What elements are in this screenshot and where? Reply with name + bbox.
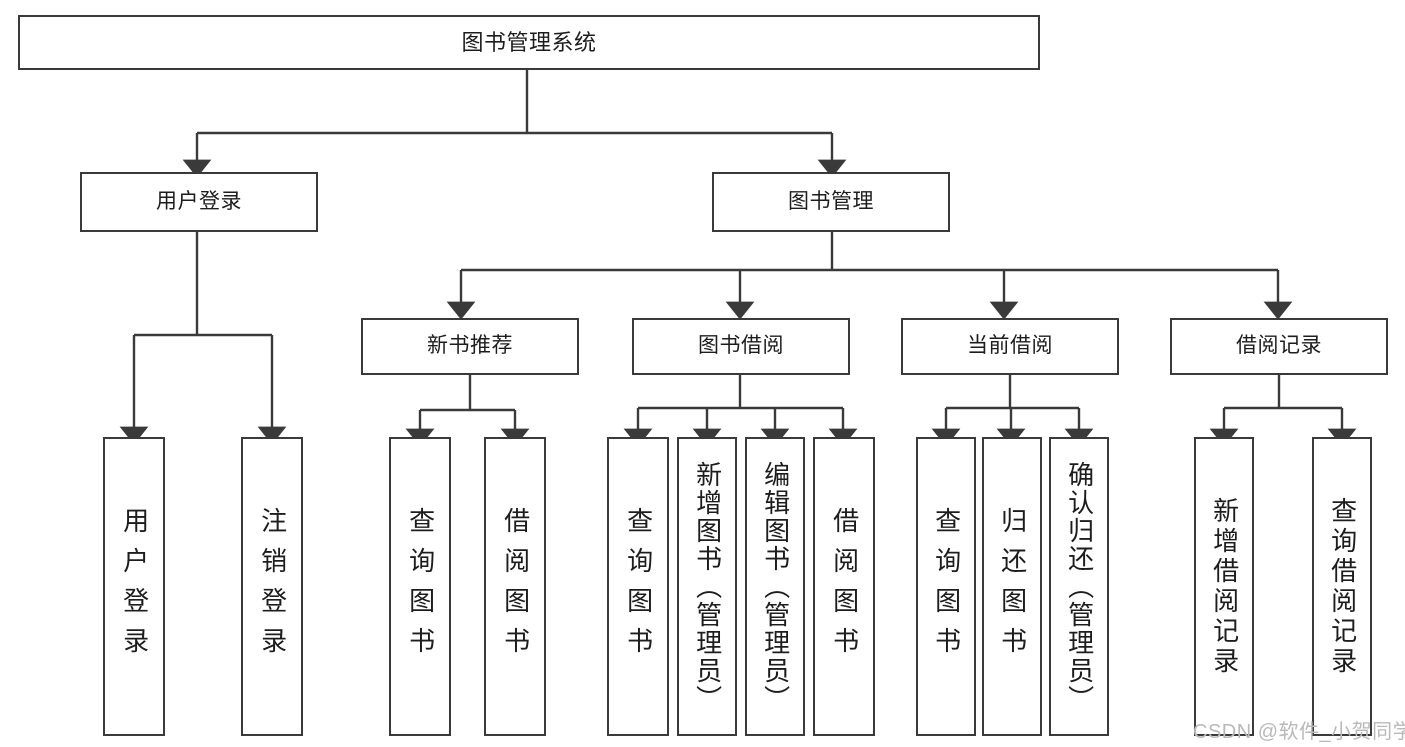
node-root[interactable]: 图书管理系统 bbox=[18, 15, 1040, 70]
node-book-borrow-label: 图书借阅 bbox=[698, 334, 784, 358]
leaf-user-logout[interactable]: 注销登录 bbox=[241, 437, 303, 736]
leaf-record-query-record-label: 查询借阅记录 bbox=[1327, 496, 1358, 677]
node-root-label: 图书管理系统 bbox=[461, 29, 597, 55]
leaf-newbook-borrow-book[interactable]: 借阅图书 bbox=[484, 437, 546, 736]
leaf-borrow-edit-book-label: 编辑图书（管理员） bbox=[760, 460, 791, 713]
node-book-management-label: 图书管理 bbox=[788, 189, 874, 213]
leaf-current-confirm-return[interactable]: 确认归还（管理员） bbox=[1049, 437, 1109, 736]
leaf-user-login-label: 用户登录 bbox=[119, 506, 150, 667]
node-user-login[interactable]: 用户登录 bbox=[80, 172, 318, 232]
node-new-book-recommend[interactable]: 新书推荐 bbox=[361, 318, 579, 375]
leaf-borrow-add-book[interactable]: 新增图书（管理员） bbox=[677, 437, 737, 736]
leaf-newbook-borrow-book-label: 借阅图书 bbox=[500, 506, 531, 667]
leaf-current-query-book-label: 查询图书 bbox=[931, 506, 962, 667]
leaf-newbook-query-book[interactable]: 查询图书 bbox=[389, 437, 451, 736]
leaf-user-login[interactable]: 用户登录 bbox=[103, 437, 165, 736]
leaf-current-confirm-return-label: 确认归还（管理员） bbox=[1064, 460, 1095, 713]
leaf-record-add-record-label: 新增借阅记录 bbox=[1209, 496, 1240, 677]
leaf-borrow-borrow-book-label: 借阅图书 bbox=[829, 506, 860, 667]
leaf-borrow-add-book-label: 新增图书（管理员） bbox=[692, 460, 723, 713]
leaf-borrow-edit-book[interactable]: 编辑图书（管理员） bbox=[745, 437, 805, 736]
node-current-borrow-label: 当前借阅 bbox=[967, 334, 1053, 358]
leaf-borrow-borrow-book[interactable]: 借阅图书 bbox=[813, 437, 875, 736]
node-user-login-label: 用户登录 bbox=[156, 189, 242, 213]
node-borrow-record-label: 借阅记录 bbox=[1236, 334, 1322, 358]
leaf-borrow-query-book-label: 查询图书 bbox=[623, 506, 654, 667]
node-new-book-recommend-label: 新书推荐 bbox=[427, 334, 513, 358]
node-borrow-record[interactable]: 借阅记录 bbox=[1170, 318, 1388, 375]
leaf-borrow-query-book[interactable]: 查询图书 bbox=[607, 437, 669, 736]
leaf-user-logout-label: 注销登录 bbox=[257, 506, 288, 667]
leaf-current-return-book-label: 归还图书 bbox=[997, 506, 1028, 667]
leaf-current-return-book[interactable]: 归还图书 bbox=[982, 437, 1042, 736]
leaf-record-query-record[interactable]: 查询借阅记录 bbox=[1312, 437, 1372, 736]
leaf-newbook-query-book-label: 查询图书 bbox=[405, 506, 436, 667]
node-current-borrow[interactable]: 当前借阅 bbox=[901, 318, 1119, 375]
leaf-current-query-book[interactable]: 查询图书 bbox=[916, 437, 976, 736]
node-book-management[interactable]: 图书管理 bbox=[712, 172, 950, 232]
node-book-borrow[interactable]: 图书借阅 bbox=[632, 318, 850, 375]
watermark-text: CSDN @软件_小贺同学 bbox=[1193, 721, 1405, 743]
leaf-record-add-record[interactable]: 新增借阅记录 bbox=[1194, 437, 1254, 736]
